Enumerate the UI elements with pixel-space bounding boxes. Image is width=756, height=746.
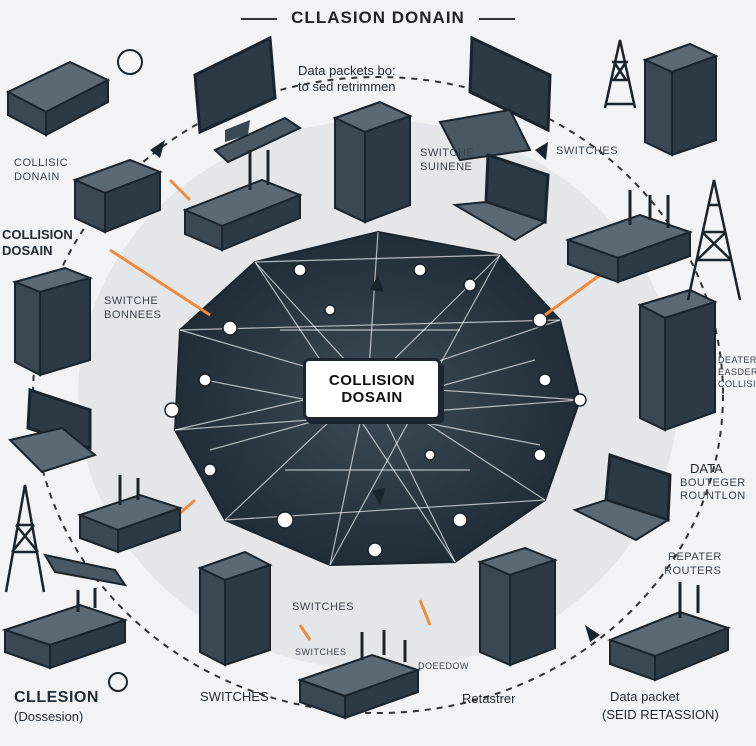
mesh-node: [413, 263, 427, 277]
label-data-router-3: ROUNTLON: [680, 490, 746, 502]
router-center-left: [182, 150, 303, 252]
label-doeedow: DOEEDOW: [418, 661, 470, 671]
label-cllesion-1: CLLESION: [14, 689, 99, 706]
server-tower-bottom-left: [197, 550, 273, 667]
label-collision-left-mid-2: DOSAIN: [2, 243, 53, 258]
mesh-node: [276, 511, 294, 529]
mesh-node: [222, 320, 238, 336]
center-label-line1: COLLISION: [328, 372, 416, 389]
diagram-title: CLLASION DONAIN: [0, 8, 756, 28]
server-tower-center: [332, 100, 413, 224]
laptop-left: [8, 387, 98, 474]
mesh-node: [533, 448, 547, 462]
label-collision-left-mid-1: COLLISION: [2, 227, 73, 242]
label-switches-bottom-mid-sub: SWITCHES: [295, 647, 347, 657]
outer-dashed-ring: [32, 76, 724, 714]
router-bottom-right: [607, 582, 731, 682]
transmission-tower-top-right: [603, 39, 637, 109]
packet-arrow: [298, 624, 312, 641]
mesh-node: [463, 278, 477, 292]
label-data-packets: Data packets bo:: [298, 63, 396, 78]
transmission-tower-right: [686, 179, 742, 301]
mesh-node: [367, 542, 383, 558]
label-right-side-1: DEATER: [718, 355, 756, 365]
monitor-top-right: [438, 35, 552, 162]
packet-arrow: [544, 273, 601, 317]
label-to-send: to sed retrimmen: [298, 79, 396, 94]
switch-box-left: [72, 158, 163, 234]
mesh-node: [198, 373, 212, 387]
router-left-lower: [77, 475, 184, 554]
label-collision-left-top-2: DONAIN: [14, 171, 60, 183]
mesh-nodes: [164, 263, 587, 558]
mesh-node: [424, 449, 436, 461]
mesh-node: [324, 304, 336, 316]
label-data-router-1: DATA: [690, 461, 723, 476]
monitor-top-left: [193, 35, 303, 164]
label-switche-suinene-1: SWITCHE: [420, 147, 475, 159]
mesh-node: [203, 463, 217, 477]
arrow-head: [372, 488, 386, 505]
router-right-upper: [565, 190, 694, 284]
laptop-top-right: [451, 152, 550, 242]
label-repater-2: ROUTERS: [664, 565, 722, 577]
arrow-head: [535, 142, 548, 160]
label-switches-top-right: SWITCHES: [556, 145, 619, 157]
mesh-node: [532, 312, 548, 328]
mesh-node: [538, 373, 552, 387]
packet-arrow: [109, 248, 211, 317]
title-rule-right: [478, 17, 515, 20]
label-right-side-3: COLLISION: [718, 379, 756, 389]
transmission-tower-left: [4, 484, 46, 593]
label-switche-bonnees-1: SWITCHE: [104, 295, 159, 307]
mesh-node: [452, 512, 468, 528]
label-data-router-2: BOUTEGER: [680, 477, 746, 489]
packet-arrow: [168, 178, 192, 202]
server-tower-right: [637, 288, 718, 432]
label-repater-1: REPATER: [668, 551, 722, 563]
label-switches-bottom-mid: SWITCHES: [292, 601, 355, 613]
label-data-packet-1: Data packet: [610, 689, 680, 704]
label-right-side-2: EASDEREY: [718, 367, 756, 377]
server-tower-left: [11, 266, 94, 377]
title-text: CLLASION DONAIN: [291, 8, 465, 27]
label-cllesion-2: (Dossesion): [14, 709, 84, 724]
mesh-node: [573, 393, 587, 407]
router-top-left: [5, 49, 143, 137]
plug-icon: [108, 672, 128, 692]
label-switche-bonnees-2: BONNEES: [104, 309, 162, 321]
label-retastrer: Retastrer: [462, 691, 516, 706]
packet-arrow: [418, 599, 432, 626]
mesh-node: [293, 263, 307, 277]
center-label-line2: DOSAIN: [341, 389, 403, 406]
laptop-right: [572, 452, 672, 542]
router-bottom-left: [1, 588, 129, 670]
router-bottom-center: [296, 630, 422, 720]
server-tower-bottom-right: [477, 546, 558, 667]
arrow-head: [370, 275, 384, 292]
label-collision-left-top-1: COLLISIC: [14, 157, 69, 169]
label-data-packet-2: (SEID RETASSION): [602, 707, 719, 722]
title-rule-left: [241, 17, 278, 20]
server-tower-top-right: [642, 42, 719, 157]
keyboard-left: [42, 553, 128, 587]
label-switche-suinene-2: SUINENE: [420, 161, 473, 173]
label-switches-bottom: SWITCHES: [200, 689, 269, 704]
center-collision-domain-label: COLLISION DOSAIN: [303, 358, 441, 420]
mesh-node: [164, 402, 180, 418]
arrow-head: [150, 140, 165, 158]
arrow-head: [585, 625, 600, 642]
